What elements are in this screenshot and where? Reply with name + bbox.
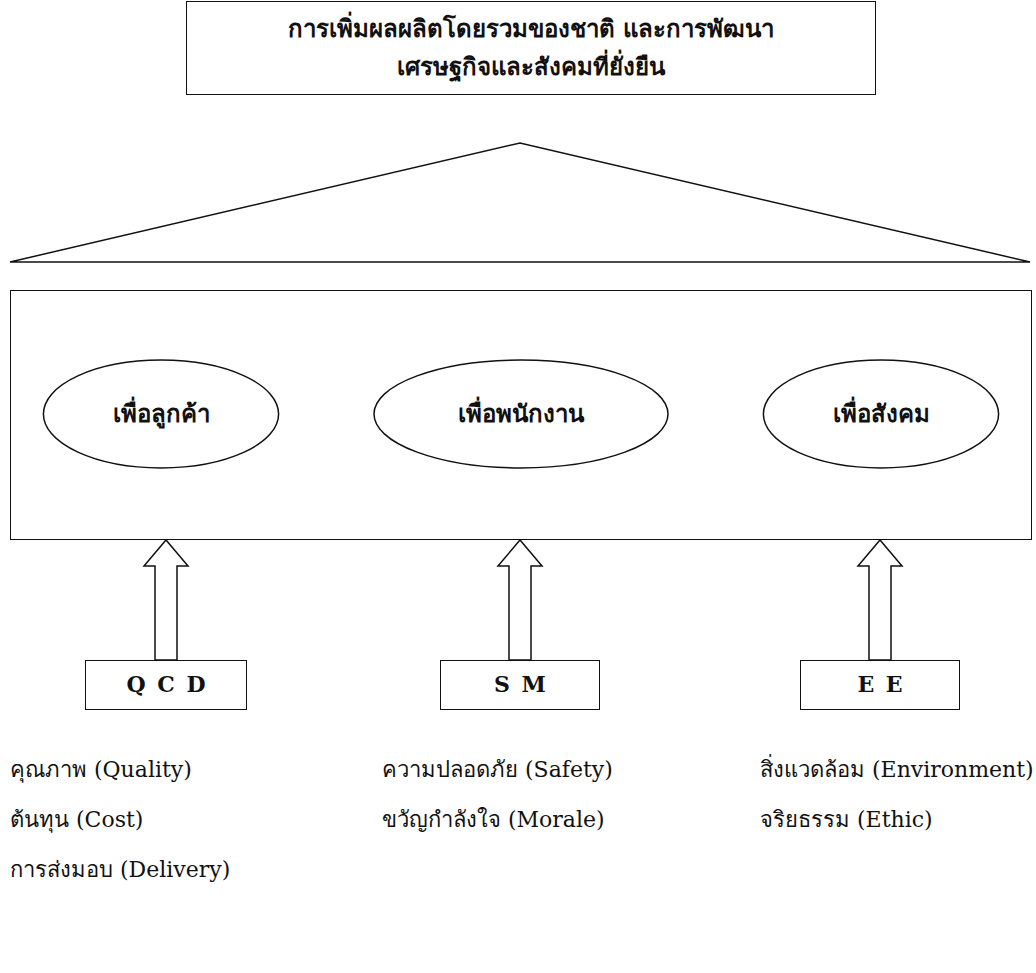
node-text: เพื่อลูกค้า [113, 395, 210, 433]
factor-label: สิ่งแวดล้อม (Environment) [760, 752, 1034, 787]
target-ellipse: เพื่อสังคม [761, 359, 1001, 469]
factor-label: จริยธรรม (Ethic) [760, 802, 933, 837]
ellipse-outline [43, 360, 278, 468]
ellipse-outline [763, 360, 998, 468]
node-text: การเพิ่มผลผลิตโดยรวมของชาติ และการพัฒนา … [277, 10, 785, 87]
factor-box: S M [440, 660, 600, 710]
block-arrow [144, 540, 188, 660]
node-text: เพื่อพนักงาน [458, 395, 584, 433]
factor-box: E E [800, 660, 960, 710]
node-text: E E [857, 667, 902, 702]
factor-label: คุณภาพ (Quality) [10, 752, 192, 787]
block-arrow [858, 540, 902, 660]
group-frame: เพื่อลูกค้า เพื่อพนักงาน เพื่อสังคม [10, 290, 1032, 540]
factor-label: ต้นทุน (Cost) [10, 802, 143, 837]
node-text: เพื่อสังคม [833, 395, 930, 433]
target-ellipse: เพื่อลูกค้า [41, 359, 281, 469]
factor-label: ความปลอดภัย (Safety) [382, 752, 613, 787]
goal-box: การเพิ่มผลผลิตโดยรวมของชาติ และการพัฒนา … [186, 1, 876, 95]
factor-label: การส่งมอบ (Delivery) [10, 852, 230, 887]
ellipse-outline [374, 360, 668, 468]
factor-label: ขวัญกำลังใจ (Morale) [382, 802, 605, 837]
factor-box: Q C D [85, 660, 247, 710]
target-ellipse: เพื่อพนักงาน [371, 359, 671, 469]
roof-triangle [10, 143, 1030, 262]
node-text: Q C D [126, 667, 205, 702]
block-arrow [498, 540, 542, 660]
node-text: S M [494, 667, 546, 702]
